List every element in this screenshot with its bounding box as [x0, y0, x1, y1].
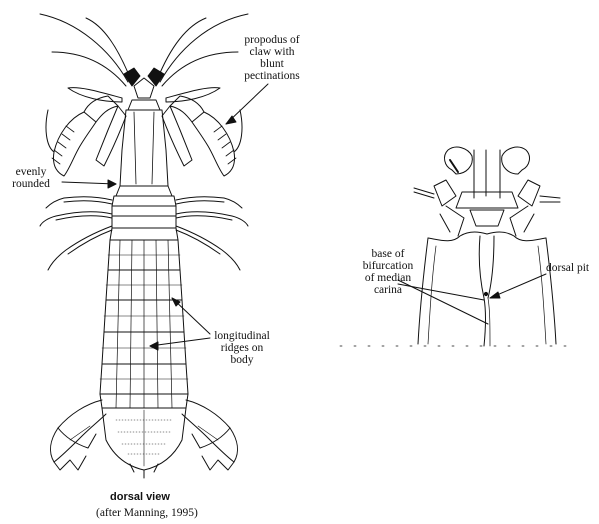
label-evenly-rounded-line-1: evenly — [4, 166, 58, 178]
label-propodus-line-3: blunt — [232, 58, 312, 70]
label-propodus-line-1: propodus of — [232, 34, 312, 46]
caption-credit: (after Manning, 1995) — [96, 507, 198, 519]
head-detail-figure — [340, 147, 574, 346]
label-propodus-line-2: claw with — [232, 46, 312, 58]
label-propodus-line-4: pectinations — [232, 70, 312, 82]
label-base-line-2: bifurcation — [352, 260, 424, 272]
label-base-line-1: base of — [352, 248, 424, 260]
label-propodus: propodus of claw with blunt pectinations — [232, 34, 312, 82]
label-dorsal-pit: dorsal pit — [546, 262, 589, 274]
label-base-line-4: carina — [352, 284, 424, 296]
label-evenly-rounded: evenly rounded — [4, 166, 58, 190]
label-base-bifurcation: base of bifurcation of median carina — [352, 248, 424, 296]
label-longitudinal-line-2: ridges on — [204, 342, 280, 354]
label-base-line-3: of median — [352, 272, 424, 284]
caption-view: dorsal view — [110, 491, 170, 503]
label-longitudinal-line-3: body — [204, 354, 280, 366]
label-longitudinal-line-1: longitudinal — [204, 330, 280, 342]
label-evenly-rounded-line-2: rounded — [4, 178, 58, 190]
label-longitudinal-ridges: longitudinal ridges on body — [204, 330, 280, 366]
dorsal-view-figure — [40, 14, 248, 478]
